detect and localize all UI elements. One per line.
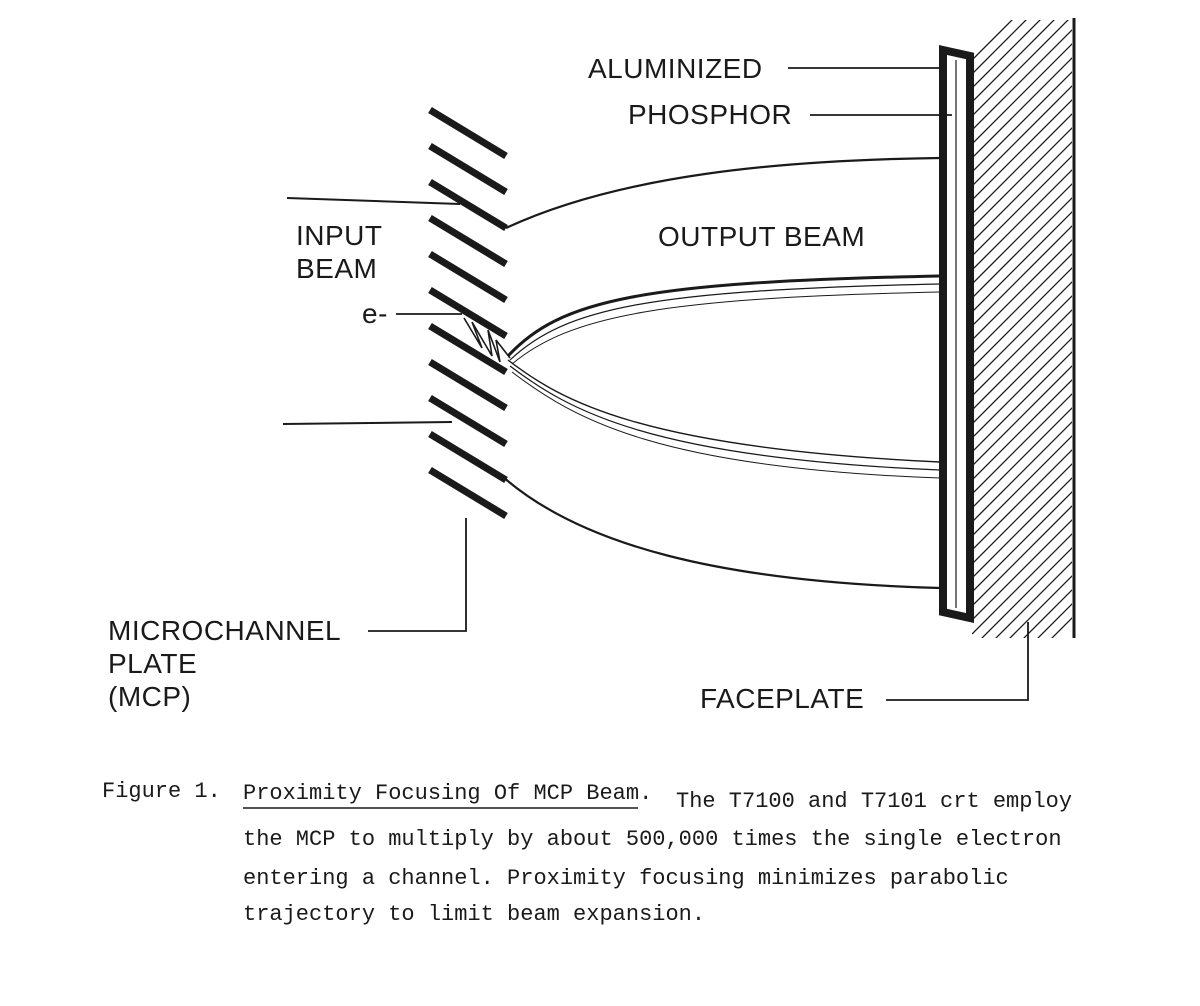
faceplate-hatch-line: [972, 20, 1055, 103]
figure-title: Proximity Focusing Of MCP Beam.: [243, 781, 652, 806]
input-beam-lower-line: [282, 421, 453, 425]
faceplate-hatch-line: [972, 365, 1072, 467]
faceplate-hatch-line: [981, 547, 1072, 638]
aluminized-label: ALUMINIZED: [588, 53, 763, 84]
faceplate-leader: [886, 622, 1029, 701]
caption-line-3: entering a channel. Proximity focusing m…: [243, 866, 1009, 891]
mcp-label-line3: (MCP): [108, 681, 191, 712]
faceplate-hatch-line: [1009, 575, 1072, 638]
faceplate-hatch-line: [972, 281, 1072, 383]
faceplate: [972, 18, 1076, 638]
mcp-channel-wall: [428, 143, 508, 195]
faceplate-hatch-line: [995, 561, 1072, 638]
faceplate-hatch-line: [972, 253, 1072, 355]
faceplate-hatch-line: [972, 20, 1013, 61]
aluminized-layer: [939, 45, 974, 623]
figure-title-text: Proximity Focusing Of MCP Beam: [243, 781, 639, 806]
faceplate-hatch-line: [972, 421, 1072, 523]
mcp-label-line1: MICROCHANNEL: [108, 615, 341, 646]
faceplate-hatch-line: [972, 197, 1072, 299]
electron-path: [463, 317, 511, 363]
faceplate-hatch-line: [972, 29, 1072, 131]
faceplate-hatch-line: [972, 477, 1072, 579]
caption-line-4: trajectory to limit beam expansion.: [243, 902, 705, 927]
faceplate-hatch-line: [972, 20, 1027, 75]
mcp-channel-wall: [428, 107, 508, 159]
microchannel-plate: [428, 107, 508, 519]
mcp-channel-wall: [428, 179, 508, 231]
faceplate-hatch-line: [972, 323, 1072, 425]
input-beam-label-line2: BEAM: [296, 253, 377, 284]
mcp-channel-wall: [428, 431, 508, 483]
faceplate-hatch-line: [972, 57, 1072, 159]
faceplate-hatch-line: [972, 127, 1072, 229]
electron-label: e-: [362, 298, 388, 329]
input-beam-label-line1: INPUT: [296, 220, 383, 251]
faceplate-hatch-line: [972, 533, 1072, 635]
mcp-channel-wall: [428, 251, 508, 303]
output-beam-lower-envelope: [501, 475, 941, 590]
output-beam-upper-envelope: [505, 156, 941, 229]
input-beam-upper-line: [286, 197, 461, 205]
mcp-channel-wall: [428, 359, 508, 411]
caption-line-1: The T7100 and T7101 crt employ: [676, 789, 1072, 814]
faceplate-hatch-line: [972, 337, 1072, 439]
faceplate-hatch-line: [972, 99, 1072, 201]
faceplate-hatch-line: [972, 295, 1072, 397]
faceplate-hatch-line: [1023, 589, 1072, 638]
faceplate-hatch-line: [972, 113, 1072, 215]
phosphor-label: PHOSPHOR: [628, 99, 792, 130]
faceplate-hatch-line: [972, 351, 1072, 453]
faceplate-hatch-line: [972, 407, 1072, 509]
faceplate-hatch-line: [972, 435, 1072, 537]
faceplate-hatch-line: [972, 449, 1072, 551]
figure-title-punct: .: [639, 781, 652, 806]
faceplate-hatch-line: [972, 309, 1072, 411]
mcp-channel-wall: [428, 395, 508, 447]
faceplate-hatch-line: [972, 169, 1072, 271]
faceplate-hatch-line: [972, 491, 1072, 593]
faceplate-hatch-line: [972, 85, 1072, 187]
caption-line-2: the MCP to multiply by about 500,000 tim…: [243, 827, 1062, 852]
mcp-leader: [368, 518, 467, 632]
mcp-channel-wall: [428, 323, 508, 375]
mcp-channel-wall: [428, 287, 508, 339]
faceplate-hatch-line: [972, 155, 1072, 257]
faceplate-hatch-line: [972, 239, 1072, 341]
figure-number: Figure 1.: [102, 779, 221, 804]
faceplate-hatch-line: [972, 463, 1072, 565]
faceplate-hatch-line: [972, 71, 1072, 173]
faceplate-hatch-line: [972, 141, 1072, 243]
output-beam-label: OUTPUT BEAM: [658, 221, 865, 252]
faceplate-hatch-line: [972, 267, 1072, 369]
faceplate-hatch-line: [972, 505, 1072, 607]
faceplate-hatch-line: [972, 183, 1072, 285]
faceplate-hatch-line: [972, 43, 1072, 145]
faceplate-label: FACEPLATE: [700, 683, 864, 714]
faceplate-hatch-line: [972, 211, 1072, 313]
faceplate-hatch-line: [972, 20, 1069, 117]
faceplate-hatch-line: [972, 225, 1072, 327]
faceplate-hatch-line: [972, 393, 1072, 495]
mcp-channel-wall: [428, 215, 508, 267]
parabolic-trajectory: [506, 274, 941, 479]
mcp-label-line2: PLATE: [108, 648, 197, 679]
faceplate-hatch-line: [972, 20, 1041, 89]
faceplate-hatch-line: [972, 519, 1072, 621]
faceplate-hatch-line: [1051, 617, 1072, 638]
faceplate-hatch-line: [1037, 603, 1072, 638]
faceplate-hatch-line: [972, 379, 1072, 481]
mcp-channel-wall: [428, 467, 508, 519]
